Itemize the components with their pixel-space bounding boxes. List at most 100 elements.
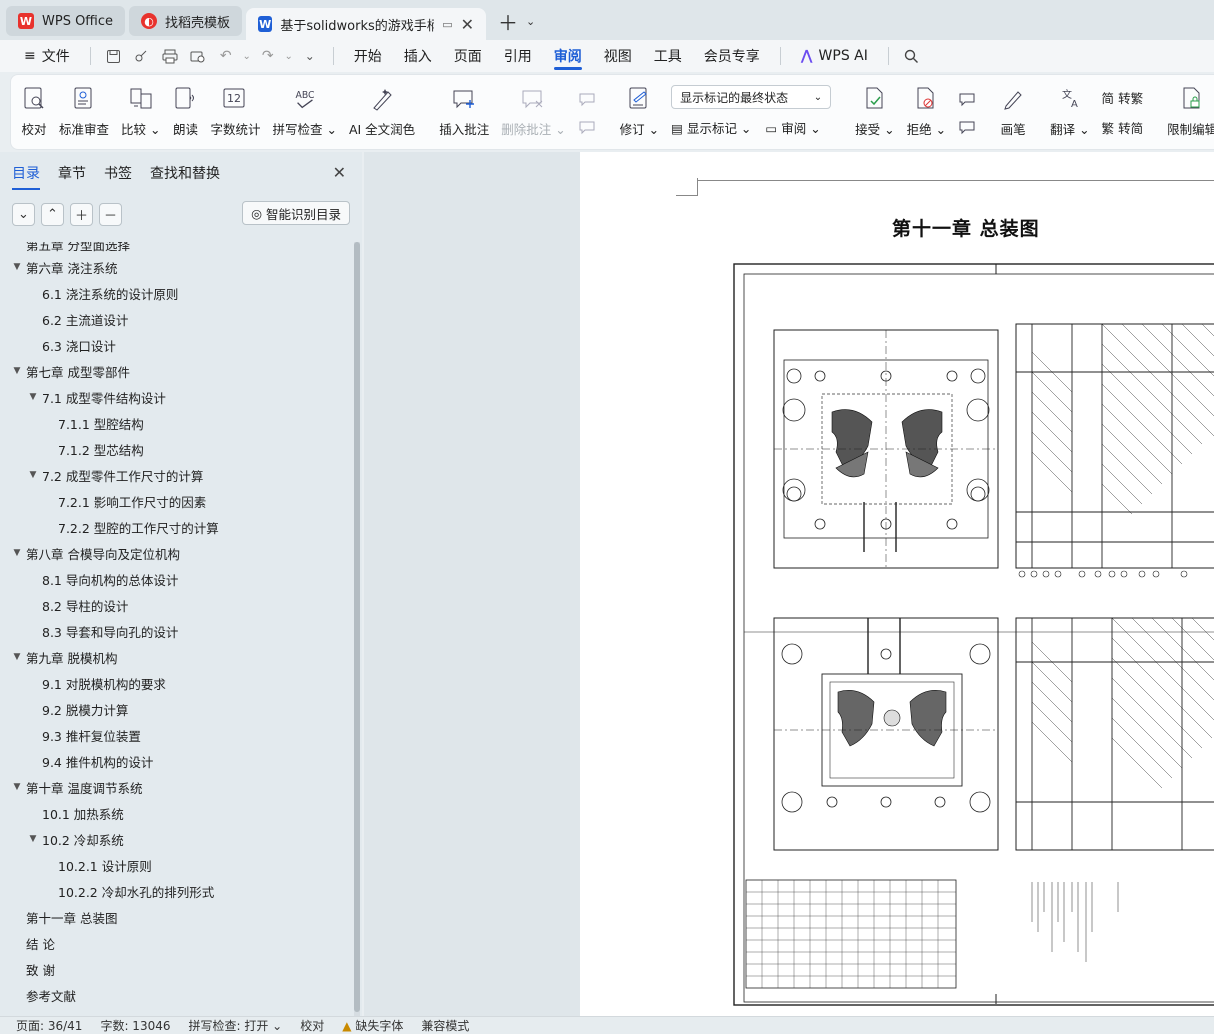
toc-item[interactable]: 9.4 推件机构的设计 bbox=[0, 748, 354, 774]
menu-wps-ai[interactable]: ⋀ WPS AI bbox=[791, 42, 878, 70]
search-icon[interactable] bbox=[899, 43, 925, 69]
toc-item[interactable]: 7.2.1 影响工作尺寸的因素 bbox=[0, 488, 354, 514]
pen-button[interactable]: 画笔 bbox=[994, 81, 1032, 149]
toc-item[interactable]: 9.2 脱模力计算 bbox=[0, 696, 354, 722]
toc-item[interactable]: 结 论 bbox=[0, 930, 354, 956]
menu-references[interactable]: 引用 bbox=[503, 49, 532, 65]
smart-toc-button[interactable]: ◎ 智能识别目录 bbox=[242, 201, 350, 225]
collapse-triangle-icon[interactable]: ▼ bbox=[13, 652, 21, 662]
ai-polish-button[interactable]: AI 全文润色 bbox=[343, 81, 421, 149]
tab-docer-templates[interactable]: ◐ 找稻壳模板 bbox=[129, 6, 243, 36]
word-count-indicator[interactable]: 字数: 13046 bbox=[100, 1019, 171, 1033]
menu-insert[interactable]: 插入 bbox=[403, 49, 432, 65]
tab-toc[interactable]: 目录 bbox=[12, 152, 40, 194]
collapse-triangle-icon[interactable]: ▼ bbox=[29, 834, 37, 844]
more-chevron-icon[interactable]: ⌄ bbox=[304, 49, 315, 63]
toc-item[interactable]: 10.1 加热系统 bbox=[0, 800, 354, 826]
close-pane-icon[interactable]: ✕ bbox=[332, 163, 346, 182]
word-count-button[interactable]: 12 字数统计 bbox=[204, 81, 266, 149]
next-change-icon[interactable] bbox=[958, 115, 976, 139]
spell-check-button[interactable]: ABC 拼写检查 ⌄ bbox=[267, 81, 343, 149]
add-heading-button[interactable]: ＋ bbox=[70, 202, 93, 226]
document-page[interactable]: 第十一章 总装图 bbox=[580, 152, 1214, 1016]
document-area[interactable]: 第十一章 总装图 bbox=[364, 152, 1214, 1016]
collapse-triangle-icon[interactable]: ▼ bbox=[29, 392, 37, 402]
collapse-triangle-icon[interactable]: ▼ bbox=[13, 782, 21, 792]
collapse-triangle-icon[interactable]: ▼ bbox=[13, 262, 21, 272]
toc-item[interactable]: 10.2.2 冷却水孔的排列形式 bbox=[0, 878, 354, 904]
toc-item[interactable]: 8.1 导向机构的总体设计 bbox=[0, 566, 354, 592]
previous-comment-icon[interactable] bbox=[578, 87, 596, 111]
save-icon[interactable] bbox=[101, 43, 127, 69]
toc-item[interactable]: 6.1 浇注系统的设计原则 bbox=[0, 280, 354, 306]
menu-review[interactable]: 审阅 bbox=[544, 42, 592, 70]
toc-item[interactable]: ▼第七章 成型零部件 bbox=[0, 358, 354, 384]
toc-item[interactable]: 8.2 导柱的设计 bbox=[0, 592, 354, 618]
share-icon[interactable] bbox=[129, 43, 155, 69]
chevron-down-icon[interactable]: ⌄ bbox=[284, 50, 293, 62]
collapse-triangle-icon[interactable]: ▼ bbox=[29, 470, 37, 480]
toc-item[interactable]: ▼7.1 成型零件结构设计 bbox=[0, 384, 354, 410]
collapse-up-button[interactable]: ⌃ bbox=[41, 202, 64, 226]
compare-button[interactable]: 比较 ⌄ bbox=[115, 81, 166, 149]
menu-page[interactable]: 页面 bbox=[453, 49, 482, 65]
track-changes-button[interactable]: 修订 ⌄ bbox=[614, 81, 665, 149]
tab-chapters[interactable]: 章节 bbox=[58, 166, 86, 182]
tab-current-document[interactable]: W 基于solidworks的游戏手柄方 ▭ ✕ bbox=[246, 8, 487, 40]
remove-heading-button[interactable]: － bbox=[99, 202, 122, 226]
restrict-edit-button[interactable]: 限制编辑 bbox=[1161, 81, 1214, 149]
toc-item[interactable]: ▼第十章 温度调节系统 bbox=[0, 774, 354, 800]
print-preview-icon[interactable] bbox=[185, 43, 211, 69]
missing-font-status[interactable]: ▲ 缺失字体 bbox=[342, 1019, 404, 1033]
new-tab-icon[interactable]: ＋ bbox=[498, 10, 519, 35]
collapse-triangle-icon[interactable]: ▼ bbox=[13, 366, 21, 376]
to-traditional-button[interactable]: 简 转繁 bbox=[1102, 85, 1144, 109]
toc-item[interactable]: 致 谢 bbox=[0, 956, 354, 982]
toc-item[interactable]: ▼7.2 成型零件工作尺寸的计算 bbox=[0, 462, 354, 488]
to-simplified-button[interactable]: 繁 转简 bbox=[1102, 115, 1144, 139]
chevron-down-icon[interactable]: ⌄ bbox=[526, 14, 536, 28]
toc-item[interactable]: ▼第八章 合模导向及定位机构 bbox=[0, 540, 354, 566]
markup-display-select[interactable]: 显示标记的最终状态 ⌄ bbox=[671, 85, 832, 109]
previous-change-icon[interactable] bbox=[958, 87, 976, 111]
proof-status[interactable]: 校对 bbox=[300, 1019, 325, 1033]
menu-home[interactable]: 开始 bbox=[353, 49, 382, 65]
menu-file[interactable]: ≡ 文件 bbox=[14, 42, 80, 70]
toc-item[interactable]: 9.3 推杆复位装置 bbox=[0, 722, 354, 748]
read-aloud-button[interactable]: 朗读 bbox=[166, 81, 204, 149]
chevron-down-icon[interactable]: ⌄ bbox=[242, 50, 251, 62]
toc-item[interactable]: 7.2.2 型腔的工作尺寸的计算 bbox=[0, 514, 354, 540]
accept-button[interactable]: 接受 ⌄ bbox=[849, 81, 900, 149]
redo-icon[interactable]: ↷ bbox=[261, 48, 274, 64]
toc-item[interactable]: 6.3 浇口设计 bbox=[0, 332, 354, 358]
proofread-button[interactable]: 校对 bbox=[15, 81, 53, 149]
tab-wps-office[interactable]: W WPS Office bbox=[6, 6, 126, 36]
print-icon[interactable] bbox=[157, 43, 183, 69]
close-tab-icon[interactable]: ✕ bbox=[460, 14, 475, 34]
toc-item[interactable]: ▼第九章 脱模机构 bbox=[0, 644, 354, 670]
insert-comment-button[interactable]: 插入批注 bbox=[433, 81, 495, 149]
page-indicator[interactable]: 页面: 36/41 bbox=[16, 1019, 83, 1033]
delete-comment-button[interactable]: 删除批注 ⌄ bbox=[495, 81, 571, 149]
reject-button[interactable]: 拒绝 ⌄ bbox=[901, 81, 952, 149]
toc-item[interactable]: 8.3 导套和导向孔的设计 bbox=[0, 618, 354, 644]
toc-item[interactable]: 第五章 分型面选择 bbox=[0, 242, 354, 254]
toc-item[interactable]: 9.1 对脱模机构的要求 bbox=[0, 670, 354, 696]
menu-tools[interactable]: 工具 bbox=[653, 49, 682, 65]
toc-item[interactable]: 10.2.1 设计原则 bbox=[0, 852, 354, 878]
toc-scrollbar-thumb[interactable] bbox=[354, 242, 360, 1012]
menu-member[interactable]: 会员专享 bbox=[703, 49, 760, 65]
standard-review-button[interactable]: 标准审查 bbox=[53, 81, 115, 149]
collapse-triangle-icon[interactable]: ▼ bbox=[13, 548, 21, 558]
toc-item[interactable]: ▼第六章 浇注系统 bbox=[0, 254, 354, 280]
next-comment-icon[interactable] bbox=[578, 115, 596, 139]
review-pane-button[interactable]: ▭ 审阅 ⌄ bbox=[765, 120, 821, 136]
toc-item[interactable]: 第十一章 总装图 bbox=[0, 904, 354, 930]
toc-item[interactable]: 7.1.2 型芯结构 bbox=[0, 436, 354, 462]
toc-item[interactable]: 参考文献 bbox=[0, 982, 354, 1008]
tab-find-replace[interactable]: 查找和替换 bbox=[150, 166, 220, 182]
toc-item[interactable]: ▼10.2 冷却系统 bbox=[0, 826, 354, 852]
monitor-icon[interactable]: ▭ bbox=[442, 17, 453, 31]
undo-icon[interactable]: ↶ bbox=[219, 48, 232, 64]
